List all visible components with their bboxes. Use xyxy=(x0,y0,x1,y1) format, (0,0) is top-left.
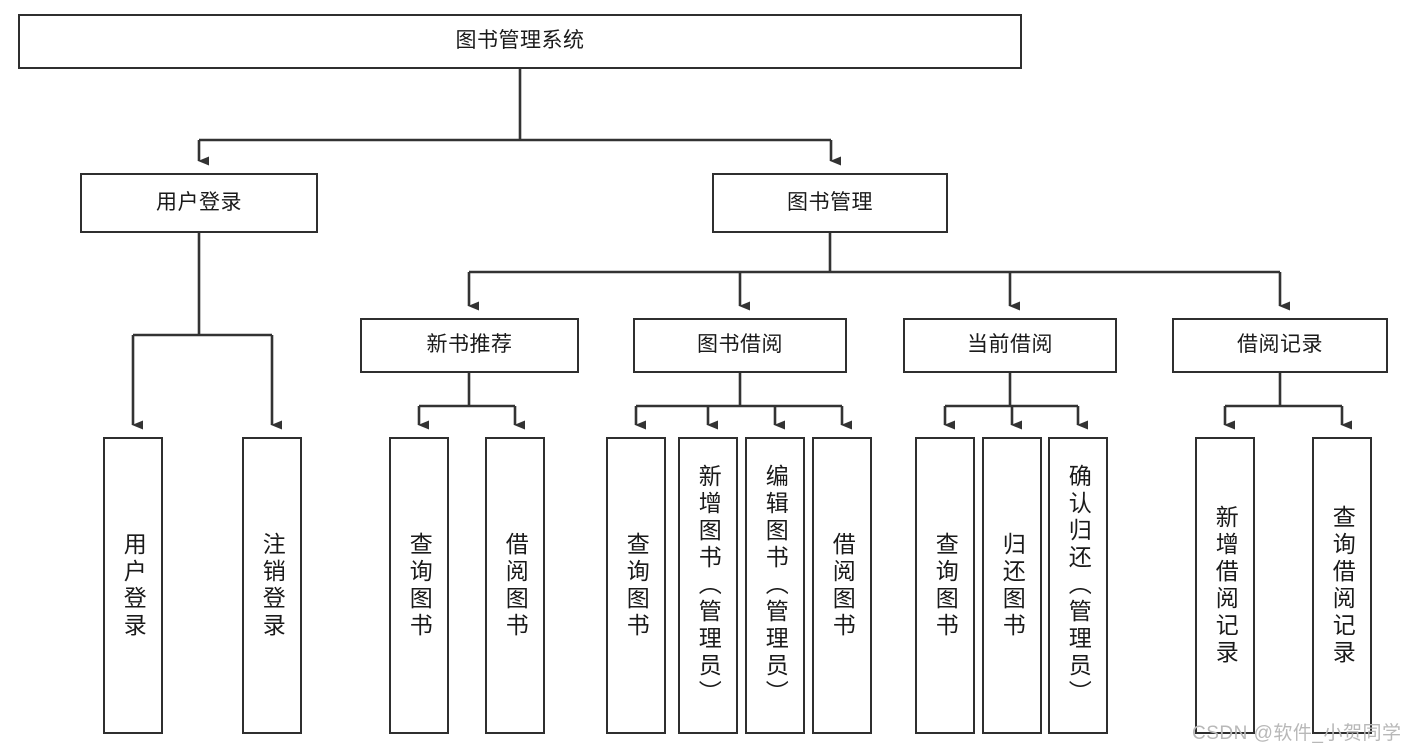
node-leaf-add-book-label: 新增图书（管理员） xyxy=(695,464,722,707)
node-user-login-label: 用户登录 xyxy=(156,190,242,214)
node-leaf-edit-book-label: 编辑图书（管理员） xyxy=(762,464,789,707)
node-leaf-user-login-label: 用户登录 xyxy=(120,531,147,640)
node-leaf-query-book-1[interactable]: 查询图书 xyxy=(389,437,449,734)
node-borrow-record-label: 借阅记录 xyxy=(1237,333,1323,357)
node-leaf-query-record-label: 查询借阅记录 xyxy=(1329,504,1356,667)
node-leaf-borrow-book-2[interactable]: 借阅图书 xyxy=(812,437,872,734)
node-leaf-return-book[interactable]: 归还图书 xyxy=(982,437,1042,734)
node-new-book-recommend[interactable]: 新书推荐 xyxy=(360,318,579,373)
node-leaf-return-book-label: 归还图书 xyxy=(999,531,1026,640)
node-borrow-record[interactable]: 借阅记录 xyxy=(1172,318,1388,373)
node-book-borrow[interactable]: 图书借阅 xyxy=(633,318,847,373)
node-leaf-edit-book[interactable]: 编辑图书（管理员） xyxy=(745,437,805,734)
node-leaf-add-record[interactable]: 新增借阅记录 xyxy=(1195,437,1255,734)
node-current-borrow-label: 当前借阅 xyxy=(967,333,1053,357)
node-leaf-confirm-return-label: 确认归还（管理员） xyxy=(1065,464,1092,707)
node-leaf-logout[interactable]: 注销登录 xyxy=(242,437,302,734)
node-leaf-user-login[interactable]: 用户登录 xyxy=(103,437,163,734)
node-leaf-confirm-return[interactable]: 确认归还（管理员） xyxy=(1048,437,1108,734)
csdn-watermark: CSDN @软件_小贺同学 xyxy=(1192,723,1402,744)
node-leaf-borrow-book-1[interactable]: 借阅图书 xyxy=(485,437,545,734)
node-leaf-query-book-1-label: 查询图书 xyxy=(406,531,433,640)
node-leaf-logout-label: 注销登录 xyxy=(259,531,286,640)
node-new-book-recommend-label: 新书推荐 xyxy=(426,333,513,357)
node-book-management-label: 图书管理 xyxy=(787,190,873,214)
node-leaf-add-book[interactable]: 新增图书（管理员） xyxy=(678,437,738,734)
node-leaf-query-book-2-label: 查询图书 xyxy=(623,531,650,640)
node-book-borrow-label: 图书借阅 xyxy=(697,333,783,357)
node-leaf-query-book-3-label: 查询图书 xyxy=(932,531,959,640)
node-user-login[interactable]: 用户登录 xyxy=(80,173,318,233)
node-leaf-query-record[interactable]: 查询借阅记录 xyxy=(1312,437,1372,734)
node-root[interactable]: 图书管理系统 xyxy=(18,14,1022,69)
node-leaf-borrow-book-2-label: 借阅图书 xyxy=(829,531,856,640)
node-root-label: 图书管理系统 xyxy=(455,29,585,53)
node-leaf-add-record-label: 新增借阅记录 xyxy=(1212,504,1239,667)
node-current-borrow[interactable]: 当前借阅 xyxy=(903,318,1117,373)
node-book-management[interactable]: 图书管理 xyxy=(712,173,948,233)
node-leaf-borrow-book-1-label: 借阅图书 xyxy=(502,531,529,640)
node-leaf-query-book-2[interactable]: 查询图书 xyxy=(606,437,666,734)
node-leaf-query-book-3[interactable]: 查询图书 xyxy=(915,437,975,734)
